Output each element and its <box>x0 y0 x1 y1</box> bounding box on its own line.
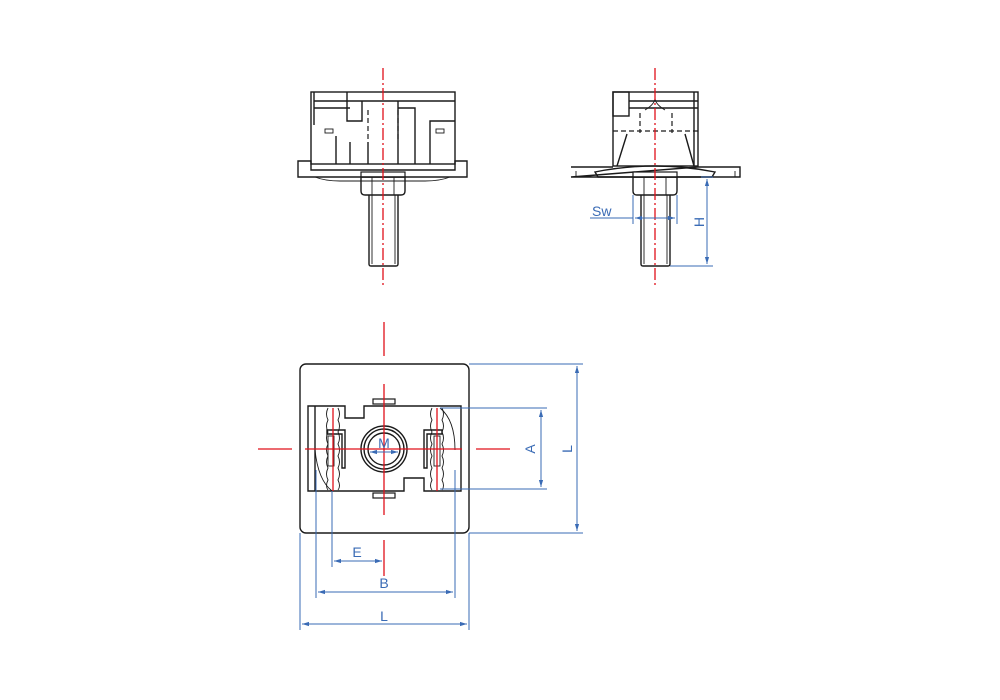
h-label: H <box>691 217 707 227</box>
m-dimension: M <box>370 435 398 455</box>
side-view: Sw H <box>570 68 741 288</box>
sw-dimension: Sw <box>590 195 678 224</box>
b-label: B <box>379 575 388 591</box>
sw-label: Sw <box>592 203 612 219</box>
a-dimension: A <box>440 407 547 490</box>
top-view: M A L E B L <box>258 322 583 630</box>
chain-left <box>326 407 340 491</box>
h-dimension: H <box>670 176 713 267</box>
a-label: A <box>522 444 538 454</box>
b-dimension: B <box>315 470 456 598</box>
l-horizontal-label: L <box>380 608 388 624</box>
e-label: E <box>352 544 361 560</box>
l-vertical-dimension: L <box>469 363 583 534</box>
e-dimension: E <box>331 491 382 567</box>
m-label: M <box>378 435 390 451</box>
chain-right <box>430 407 444 491</box>
l-horizontal-dimension: L <box>299 533 470 630</box>
front-view <box>297 68 468 288</box>
l-vertical-label: L <box>559 445 575 453</box>
